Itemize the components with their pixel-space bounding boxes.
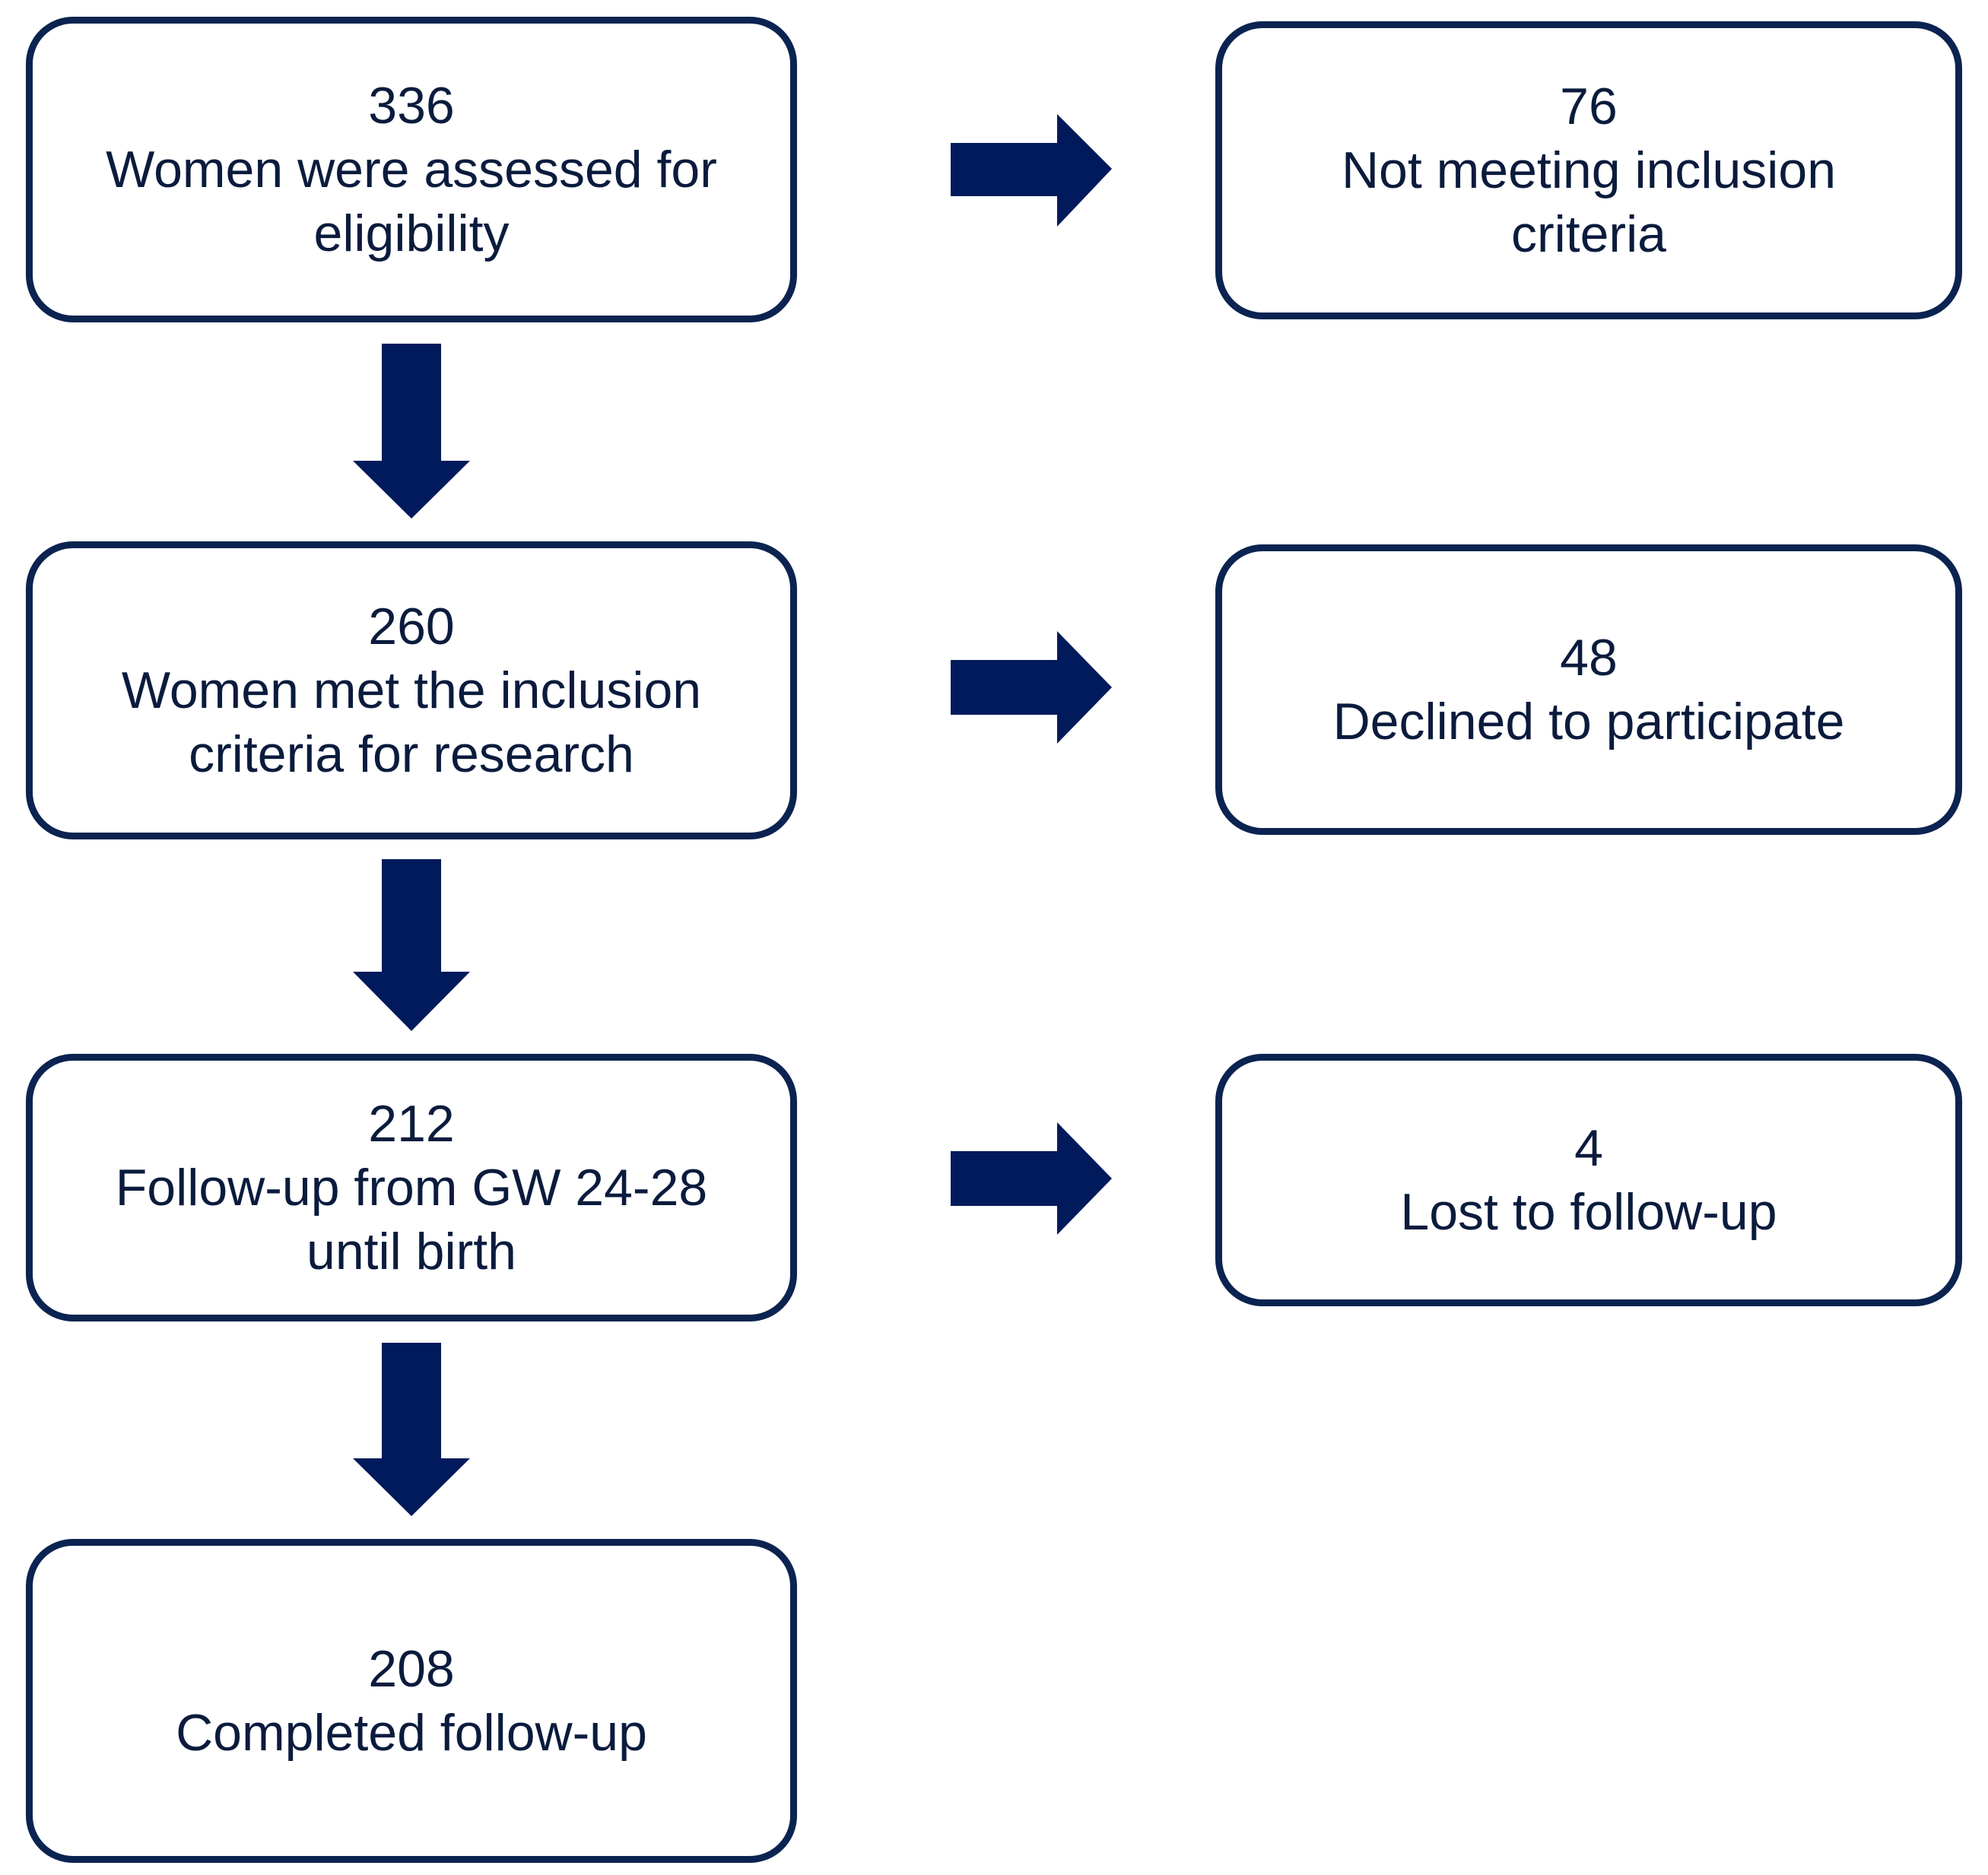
completed-count: 208 <box>368 1640 455 1698</box>
not-meeting-box: 76 Not meeting inclusion criteria <box>1215 21 1962 319</box>
met-criteria-label: Women met the inclusion criteria for res… <box>121 661 702 783</box>
followup-box: 212 Follow-up from GW 24-28 until birth <box>26 1054 797 1321</box>
not-meeting-label: Not meeting inclusion criteria <box>1341 141 1837 263</box>
right-arrow-3 <box>951 1122 1112 1235</box>
met-criteria-box: 260 Women met the inclusion criteria for… <box>26 541 797 839</box>
completed-label: Completed follow-up <box>176 1704 647 1762</box>
lost-label: Lost to follow-up <box>1400 1183 1777 1241</box>
followup-count: 212 <box>368 1095 455 1153</box>
down-arrow-1 <box>353 344 470 519</box>
followup-label: Follow-up from GW 24-28 until birth <box>115 1159 708 1280</box>
completed-box: 208 Completed follow-up <box>26 1539 797 1863</box>
met-criteria-count: 260 <box>368 598 455 655</box>
down-arrow-3 <box>353 1343 470 1516</box>
lost-count: 4 <box>1574 1119 1603 1177</box>
not-meeting-count: 76 <box>1560 78 1618 135</box>
right-arrow-1 <box>951 114 1112 227</box>
declined-label: Declined to participate <box>1332 693 1845 750</box>
declined-box: 48 Declined to participate <box>1215 544 1962 835</box>
down-arrow-2 <box>353 859 470 1031</box>
assessed-label: Women were assessed for eligibility <box>106 141 717 262</box>
lost-box: 4 Lost to follow-up <box>1215 1054 1962 1306</box>
declined-count: 48 <box>1560 629 1618 687</box>
right-arrow-2 <box>951 631 1112 744</box>
assessed-box: 336 Women were assessed for eligibility <box>26 17 797 322</box>
assessed-count: 336 <box>368 77 455 135</box>
